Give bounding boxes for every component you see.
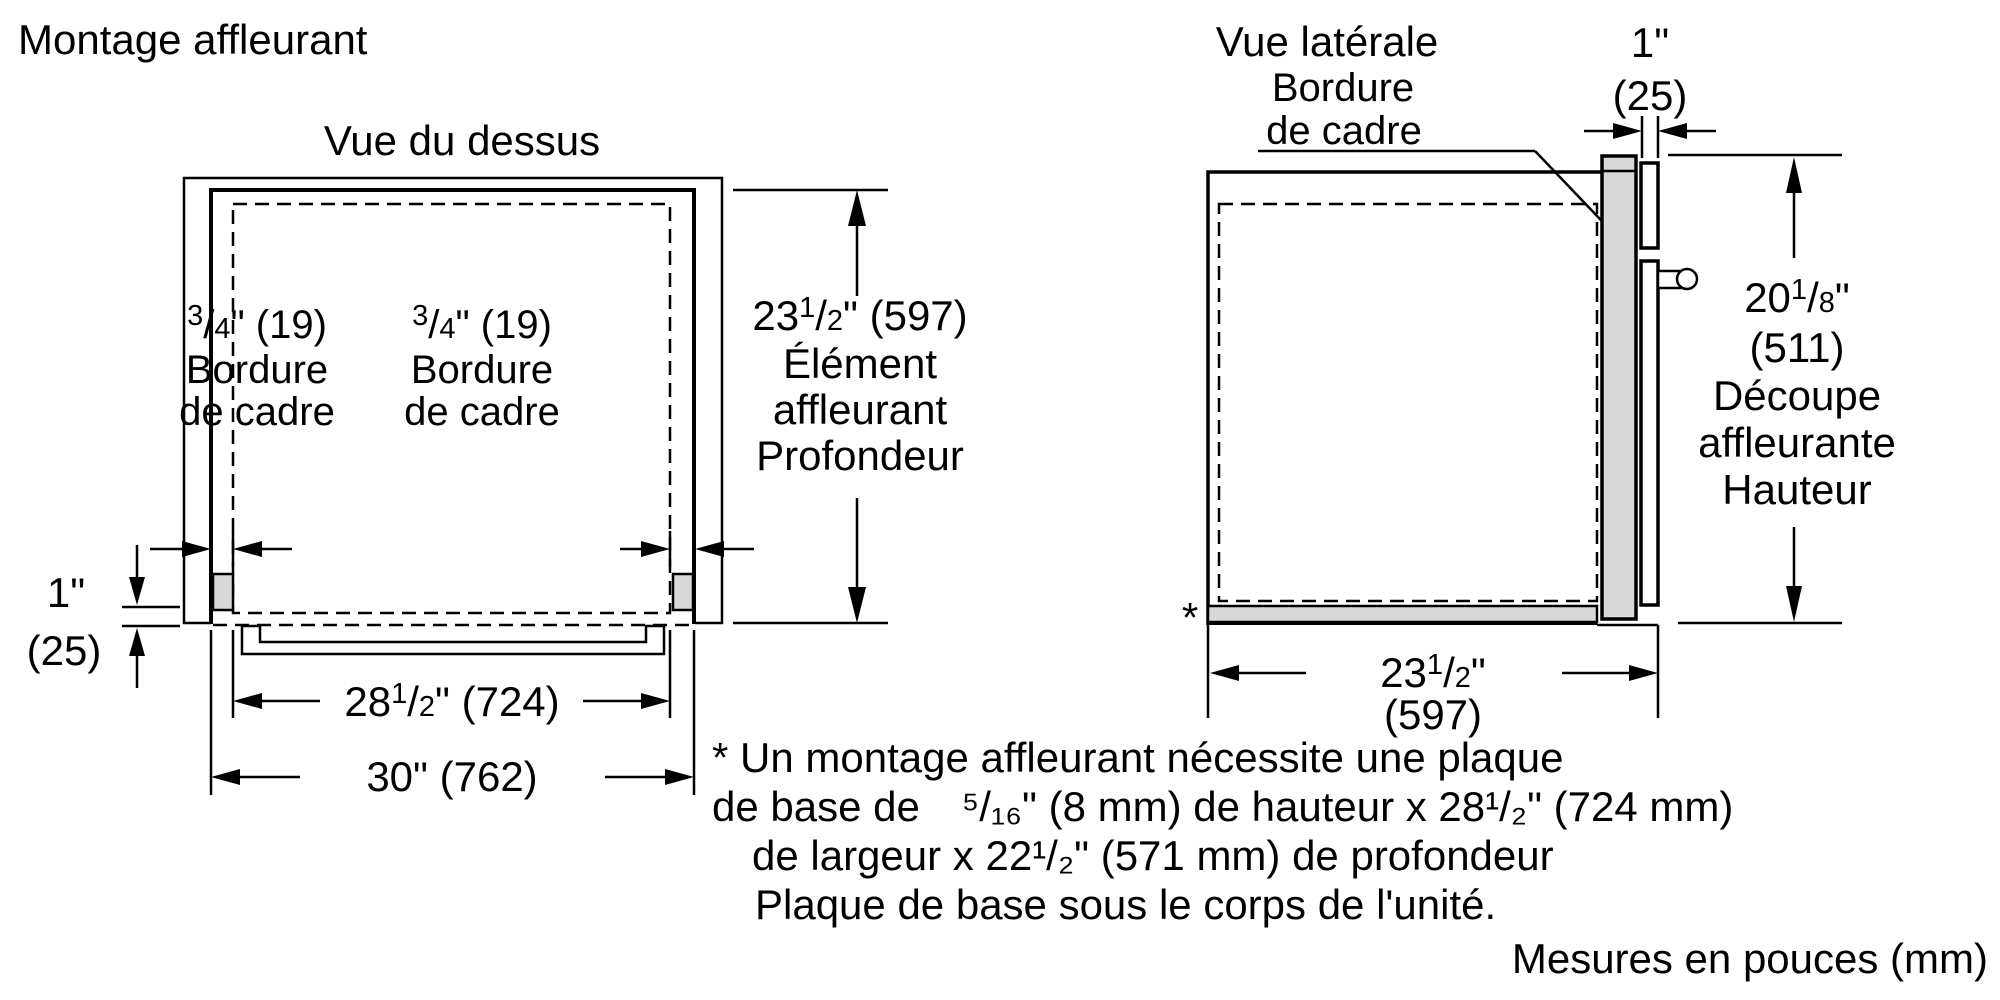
frame-right-value: 3/4" (19) [412, 300, 552, 347]
width-inner-arrow-right [641, 693, 670, 709]
width-outer-arrow-right [665, 769, 694, 785]
cutout-height-mm: (511) [1750, 324, 1845, 371]
frame-left-value: 3/4" (19) [187, 300, 327, 347]
door-offset-mm: (25) [27, 627, 102, 674]
footnote-line2: de base de ⁵/₁₆" (8 mm) de hauteur x 28¹… [712, 783, 1733, 830]
appliance-dashed-outline [231, 202, 672, 615]
footnote-block: * Un montage affleurant nécessite une pl… [712, 734, 1988, 982]
depth-dim-arrow-down [848, 587, 866, 623]
cutout-caption-line3: Hauteur [1722, 466, 1871, 513]
frame-callout-line2: de cadre [1266, 109, 1422, 153]
cutout-height-arrow-up [1786, 157, 1802, 193]
door-thickness-arrow-right [1658, 123, 1687, 139]
frame-left-caption1: Bordure [186, 348, 328, 392]
door-front-lower [1639, 259, 1660, 607]
door-front-upper [1639, 161, 1660, 250]
door-thickness-arrow-left [1613, 123, 1642, 139]
hinge-block-left [211, 572, 235, 612]
appliance-dashed-outline-side [1217, 202, 1599, 603]
base-plate [1206, 604, 1599, 624]
door-panel-top-view [240, 624, 666, 656]
top-view-title: Vue du dessus [324, 117, 600, 164]
frame-right-caption2: de cadre [404, 390, 560, 434]
frame-right-arrow-outer [695, 541, 724, 557]
side-depth-arrow-left [1210, 665, 1239, 681]
depth-caption-line2: affleurant [773, 386, 948, 433]
depth-caption-line3: Profondeur [756, 432, 964, 479]
width-outer-value: 30" (762) [366, 753, 537, 800]
frame-right-arrow-inner [641, 541, 670, 557]
frame-right-caption1: Bordure [411, 348, 553, 392]
page-title: Montage affleurant [18, 16, 368, 63]
side-view: Vue latérale Bordure de cadre * 1" (25) [1182, 18, 1896, 738]
cutout-caption-line1: Découpe [1713, 372, 1881, 419]
cutout-height-value: 201/8" [1744, 274, 1850, 321]
outer-cutout-outline [182, 176, 724, 625]
footnote-line1: * Un montage affleurant nécessite une pl… [712, 734, 1563, 781]
cabinet-frame-outline [209, 188, 696, 624]
door-offset-arrow-down [129, 577, 145, 605]
side-depth-mm: (597) [1384, 691, 1482, 738]
door-thickness-mm: (25) [1613, 72, 1688, 119]
base-plate-asterisk: * [1182, 594, 1198, 641]
door-thickness-inches: 1" [1631, 19, 1669, 66]
depth-dim-arrow-up [848, 190, 866, 226]
depth-dim-value: 231/2" (597) [752, 292, 967, 339]
width-inner-value: 281/2" (724) [344, 678, 559, 725]
footnote-line3: de largeur x 22¹/₂" (571 mm) de profonde… [752, 832, 1554, 879]
frame-left-caption2: de cadre [179, 390, 335, 434]
cutout-height-arrow-down [1786, 586, 1802, 622]
depth-caption-line1: Élément [783, 340, 937, 387]
width-inner-arrow-left [233, 693, 262, 709]
width-outer-arrow-left [211, 769, 240, 785]
door-handle-knob [1675, 267, 1699, 291]
cabinet-outline-side [1206, 170, 1602, 625]
footnote-line4: Plaque de base sous le corps de l'unité. [755, 881, 1496, 928]
frame-left-arrow-outer [182, 541, 211, 557]
side-view-title: Vue latérale [1216, 18, 1439, 65]
units-note: Mesures en pouces (mm) [1512, 935, 1988, 982]
door-offset-inches: 1" [47, 569, 85, 616]
top-view: Montage affleurant Vue du dessus 231/2" … [18, 16, 968, 800]
hinge-block-right [671, 572, 695, 612]
frame-left-arrow-inner [233, 541, 262, 557]
frame-callout-line1: Bordure [1272, 66, 1414, 110]
door-offset-arrow-up [129, 628, 145, 656]
cutout-caption-line2: affleurante [1698, 419, 1896, 466]
frame-border-panel [1600, 154, 1638, 621]
side-depth-value: 231/2" [1380, 649, 1486, 696]
side-depth-arrow-right [1629, 665, 1658, 681]
